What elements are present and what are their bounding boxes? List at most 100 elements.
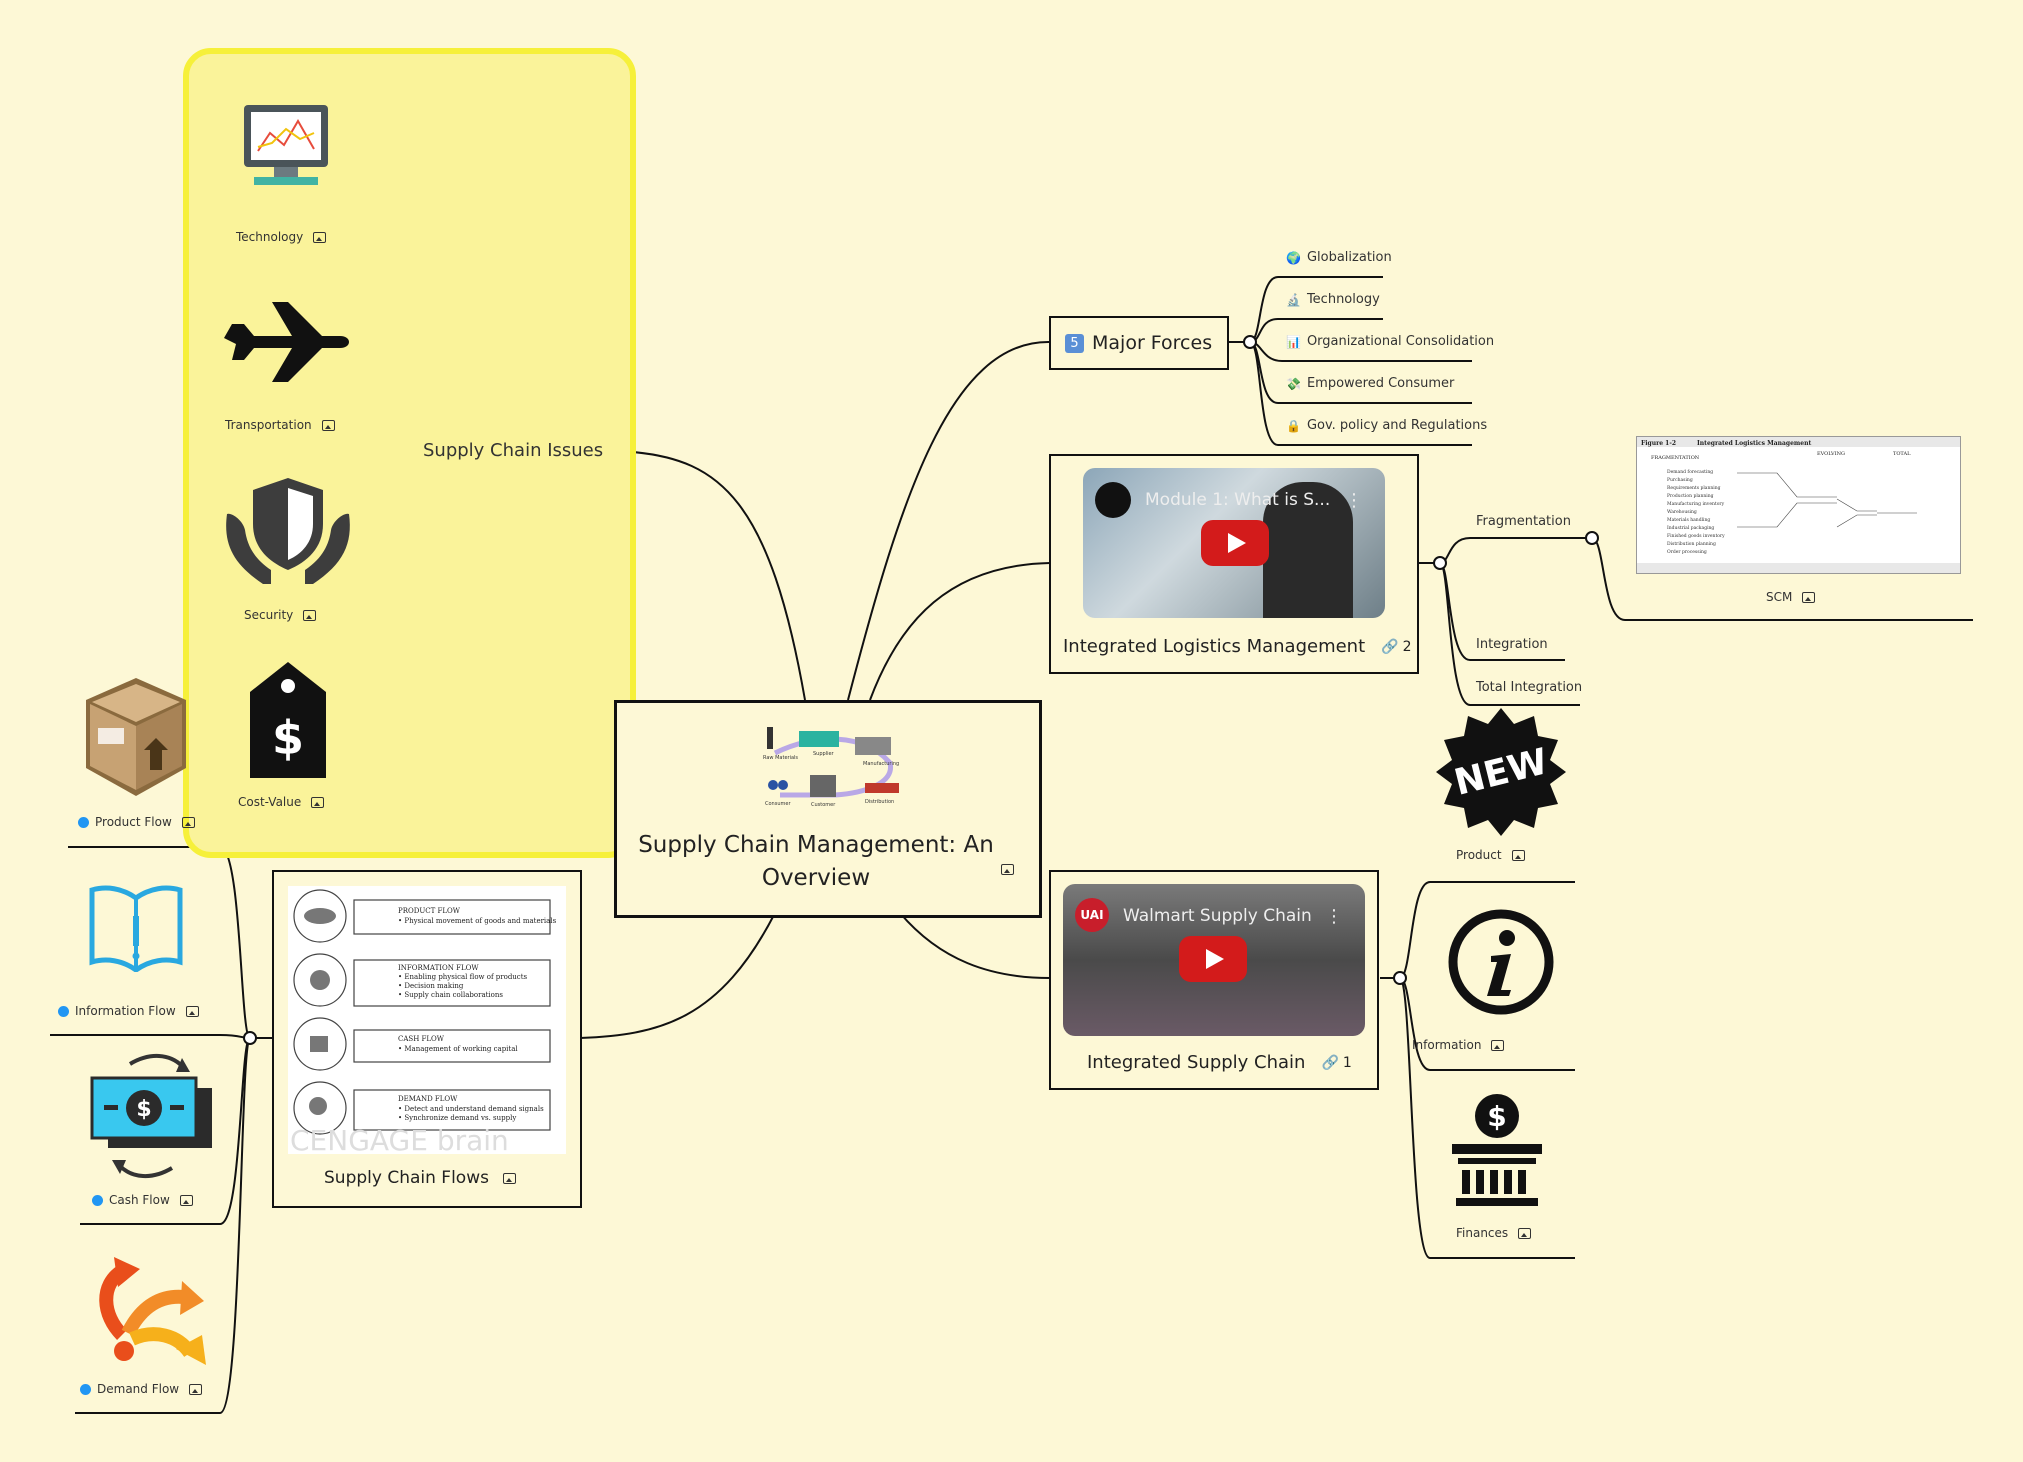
svg-text:Distribution planning: Distribution planning (1667, 541, 1716, 547)
book-icon (88, 882, 184, 974)
image-badge-icon (181, 816, 195, 828)
svg-text:Figure 1-2: Figure 1-2 (1641, 440, 1676, 447)
ilm-child-integration[interactable]: Integration (1476, 637, 1548, 652)
flow-item-information[interactable]: Information Flow (58, 1004, 199, 1018)
number-badge-icon: 5 (1065, 333, 1084, 353)
presenter-figure (1263, 482, 1353, 618)
svg-text:Raw Materials: Raw Materials (763, 755, 798, 761)
issues-topic[interactable]: Supply Chain Issues (423, 440, 603, 461)
new-badge-icon: NEW (1436, 708, 1566, 836)
video-title: Walmart Supply Chain (1123, 906, 1312, 926)
blue-dot-icon (78, 816, 89, 828)
svg-text:Supplier: Supplier (813, 751, 835, 757)
isc-video[interactable]: UAI Walmart Supply Chain ⋮ (1063, 884, 1365, 1036)
svg-text:• Enabling physical flow of pr: • Enabling physical flow of products (398, 973, 528, 981)
blue-dot-icon (80, 1383, 91, 1395)
video-title: Module 1: What is S... (1145, 490, 1331, 510)
force-item-regulations[interactable]: 🔒Gov. policy and Regulations (1286, 418, 1488, 433)
play-button[interactable] (1201, 520, 1269, 566)
svg-text:Order processing: Order processing (1667, 549, 1707, 555)
force-item-consumer[interactable]: 💸Empowered Consumer (1286, 376, 1455, 391)
svg-text:CASH FLOW: CASH FLOW (398, 1035, 445, 1043)
issue-item-transportation[interactable]: Transportation (225, 418, 335, 432)
svg-text:Industrial packaging: Industrial packaging (1667, 525, 1714, 531)
link-icon[interactable]: 🔗1 (1321, 1054, 1352, 1071)
image-badge-icon (1511, 849, 1525, 861)
image-badge-icon (502, 1172, 516, 1184)
box-icon (86, 678, 186, 796)
shield-hands-icon (223, 474, 353, 589)
image-badge-icon (313, 231, 327, 243)
microscope-icon: 🔬 (1286, 292, 1301, 307)
info-icon (1447, 908, 1555, 1016)
bar-chart-icon: 📊 (1286, 334, 1301, 349)
image-badge-icon (185, 1005, 199, 1017)
link-icon[interactable]: 🔗2 (1381, 638, 1412, 655)
ilm-child-fragmentation[interactable]: Fragmentation (1476, 514, 1571, 529)
channel-avatar (1095, 482, 1131, 518)
svg-text:• Synchronize demand vs. suppl: • Synchronize demand vs. supply (398, 1114, 516, 1122)
arrows-icon (92, 1255, 210, 1367)
money-wings-icon: 💸 (1286, 376, 1301, 391)
isc-child-finances[interactable]: Finances (1456, 1226, 1532, 1240)
svg-text:CENGAGE brain: CENGAGE brain (290, 1124, 509, 1154)
svg-text:TOTAL: TOTAL (1893, 451, 1911, 457)
image-badge-icon (1518, 1227, 1532, 1239)
blue-dot-icon (58, 1005, 69, 1017)
scm-item[interactable]: SCM (1766, 590, 1816, 604)
supply-chain-cycle-image: Raw Materials Supplier Manufacturing Con… (755, 723, 905, 809)
svg-text:Warehousing: Warehousing (1667, 509, 1697, 515)
ilm-title: Integrated Logistics Management (1063, 636, 1366, 657)
ilm-topic[interactable]: Module 1: What is S... ⋮ Integrated Logi… (1049, 454, 1419, 674)
image-badge-icon (1491, 1039, 1505, 1051)
bank-dollar-icon: $ (1452, 1092, 1542, 1214)
more-icon[interactable]: ⋮ (1325, 906, 1343, 927)
flow-item-cash[interactable]: Cash Flow (92, 1193, 193, 1207)
scm-figure-image: Figure 1-2 Integrated Logistics Manageme… (1636, 436, 1961, 574)
price-tag-icon: $ (250, 662, 326, 778)
issues-title: Supply Chain Issues (423, 440, 604, 461)
flow-item-product[interactable]: Product Flow (78, 815, 195, 829)
svg-text:PRODUCT FLOW: PRODUCT FLOW (398, 907, 461, 915)
svg-text:FRAGMENTATION: FRAGMENTATION (1651, 455, 1700, 461)
svg-text:• Management of working capita: • Management of working capital (398, 1045, 518, 1053)
force-item-technology[interactable]: 🔬Technology (1286, 292, 1380, 307)
issue-item-cost-value[interactable]: Cost-Value (238, 795, 325, 809)
svg-text:Consumer: Consumer (765, 801, 791, 807)
central-title: Supply Chain Management: An Overview (638, 832, 994, 891)
force-item-consolidation[interactable]: 📊Organizational Consolidation (1286, 334, 1495, 349)
airplane-icon (222, 302, 352, 382)
ilm-child-total-integration[interactable]: Total Integration (1476, 680, 1583, 695)
flows-topic[interactable]: PRODUCT FLOW • Physical movement of good… (272, 870, 582, 1208)
isc-title: Integrated Supply Chain (1087, 1052, 1306, 1073)
svg-text:• Detect and understand demand: • Detect and understand demand signals (398, 1105, 544, 1113)
issue-item-technology[interactable]: Technology (236, 230, 327, 244)
force-item-globalization[interactable]: 🌍Globalization (1286, 250, 1392, 265)
svg-text:Materials handling: Materials handling (1667, 517, 1710, 523)
issue-item-security[interactable]: Security (244, 608, 317, 622)
svg-text:Manufacturing inventory: Manufacturing inventory (1667, 501, 1725, 507)
image-badge-icon (179, 1194, 193, 1206)
svg-text:Finished goods inventory: Finished goods inventory (1667, 533, 1725, 539)
image-badge-icon (321, 419, 335, 431)
central-topic[interactable]: Raw Materials Supplier Manufacturing Con… (614, 700, 1042, 918)
ilm-video[interactable]: Module 1: What is S... ⋮ (1083, 468, 1385, 618)
svg-text:Manufacturing: Manufacturing (863, 761, 899, 767)
svg-text:$: $ (1487, 1100, 1506, 1133)
globe-icon: 🌍 (1286, 250, 1301, 265)
image-badge-icon (311, 796, 325, 808)
cash-icon: $ (90, 1050, 212, 1182)
play-button[interactable] (1179, 936, 1247, 982)
svg-text:Requirements planning: Requirements planning (1667, 485, 1721, 491)
blue-dot-icon (92, 1194, 103, 1206)
forces-title: Major Forces (1092, 332, 1213, 354)
flow-item-demand[interactable]: Demand Flow (80, 1382, 203, 1396)
isc-child-information[interactable]: Information (1412, 1038, 1505, 1052)
more-icon[interactable]: ⋮ (1345, 490, 1363, 511)
lock-icon: 🔒 (1286, 418, 1301, 433)
isc-child-product[interactable]: Product (1456, 848, 1525, 862)
forces-topic[interactable]: 5 Major Forces (1049, 316, 1229, 370)
svg-text:Customer: Customer (811, 802, 836, 808)
isc-topic[interactable]: UAI Walmart Supply Chain ⋮ Integrated Su… (1049, 870, 1379, 1090)
svg-text:• Physical movement of goods a: • Physical movement of goods and materia… (398, 917, 557, 925)
